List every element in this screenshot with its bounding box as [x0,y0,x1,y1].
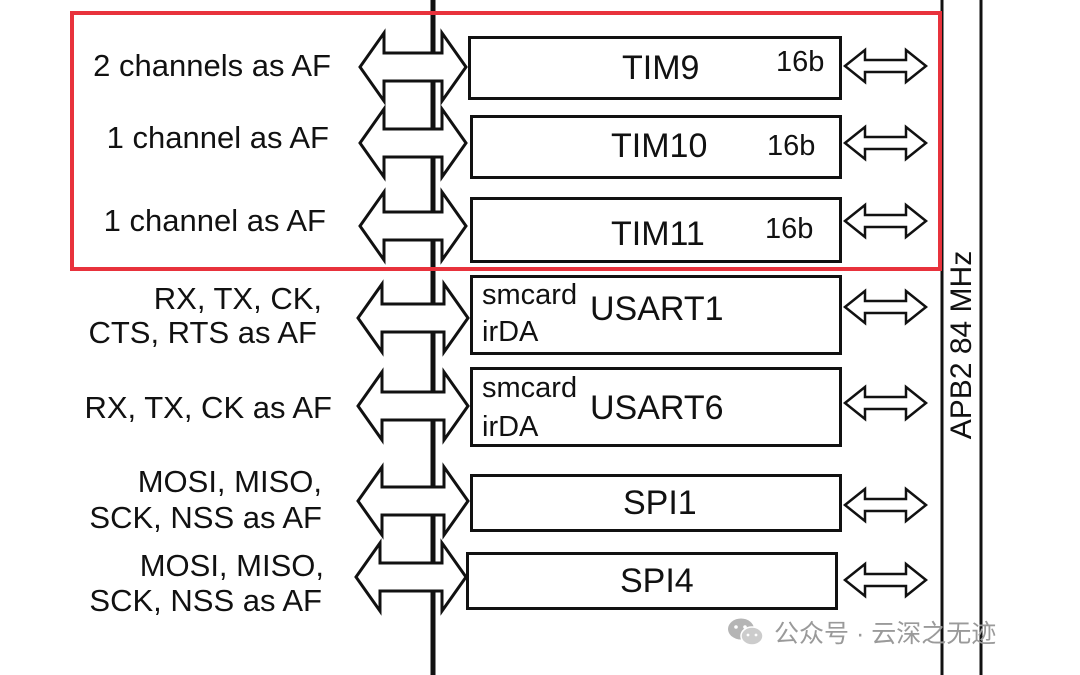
bus-arrows [842,47,929,599]
wechat-icon [728,618,764,646]
tim11-bits: 16b [765,213,814,245]
tim11-af-label: 1 channel as AF [103,203,326,238]
tim9-bits: 16b [776,46,825,78]
usart6-name: USART6 [590,389,724,427]
highlight-rectangle [70,11,942,271]
spi4-af-label-line1: MOSI, MISO, [139,548,324,583]
bus-double-arrow [842,47,929,85]
usart1-smcard-label: smcard [482,279,578,311]
spi1-block [470,474,842,532]
tim11-block [470,197,842,263]
tim10-block [470,115,842,179]
af-double-arrow [358,187,468,265]
af-double-arrow [358,28,468,106]
bus-double-arrow [842,384,929,422]
spi1-af-label-line2: SCK, NSS as AF [89,500,322,535]
af-double-arrow [356,462,470,540]
apb2-bus-label: APB2 84 MHz [945,250,978,440]
usart1-block [470,275,842,355]
af-double-arrow [354,538,468,616]
tim11-name: TIM11 [611,215,705,253]
bus-double-arrow [842,561,929,599]
spi4-af-label-line2: SCK, NSS as AF [89,583,322,618]
usart6-block [470,367,842,447]
bus-double-arrow [842,124,929,162]
tim9-af-label: 2 channels as AF [93,48,331,83]
af-double-arrow [356,279,470,357]
af-double-arrow [358,104,468,182]
usart1-af-label-line2: CTS, RTS as AF [88,315,317,350]
tim9-block [468,36,842,100]
usart6-af-label: RX, TX, CK as AF [84,390,332,425]
spi4-block [466,552,838,610]
watermark: 公众号 · 云深之无迹 [726,612,996,652]
tim10-bits: 16b [767,130,816,162]
tim10-af-label: 1 channel as AF [106,120,329,155]
usart1-irda-label: irDA [482,316,539,348]
watermark-text: 公众号 · 云深之无迹 [774,620,997,648]
tim9-name: TIM9 [622,49,700,87]
spi1-af-label-line1: MOSI, MISO, [137,464,322,499]
usart6-irda-label: irDA [482,411,539,443]
usart1-name: USART1 [590,290,724,328]
spi4-name: SPI4 [620,562,694,600]
usart1-af-label-line1: RX, TX, CK, [153,281,322,316]
bus-double-arrow [842,202,929,240]
spi1-name: SPI1 [623,484,697,522]
bus-double-arrow [842,486,929,524]
af-arrows [354,28,470,616]
tim10-name: TIM10 [611,127,708,165]
usart6-smcard-label: smcard [482,372,578,404]
af-double-arrow [356,367,470,445]
bus-double-arrow [842,288,929,326]
